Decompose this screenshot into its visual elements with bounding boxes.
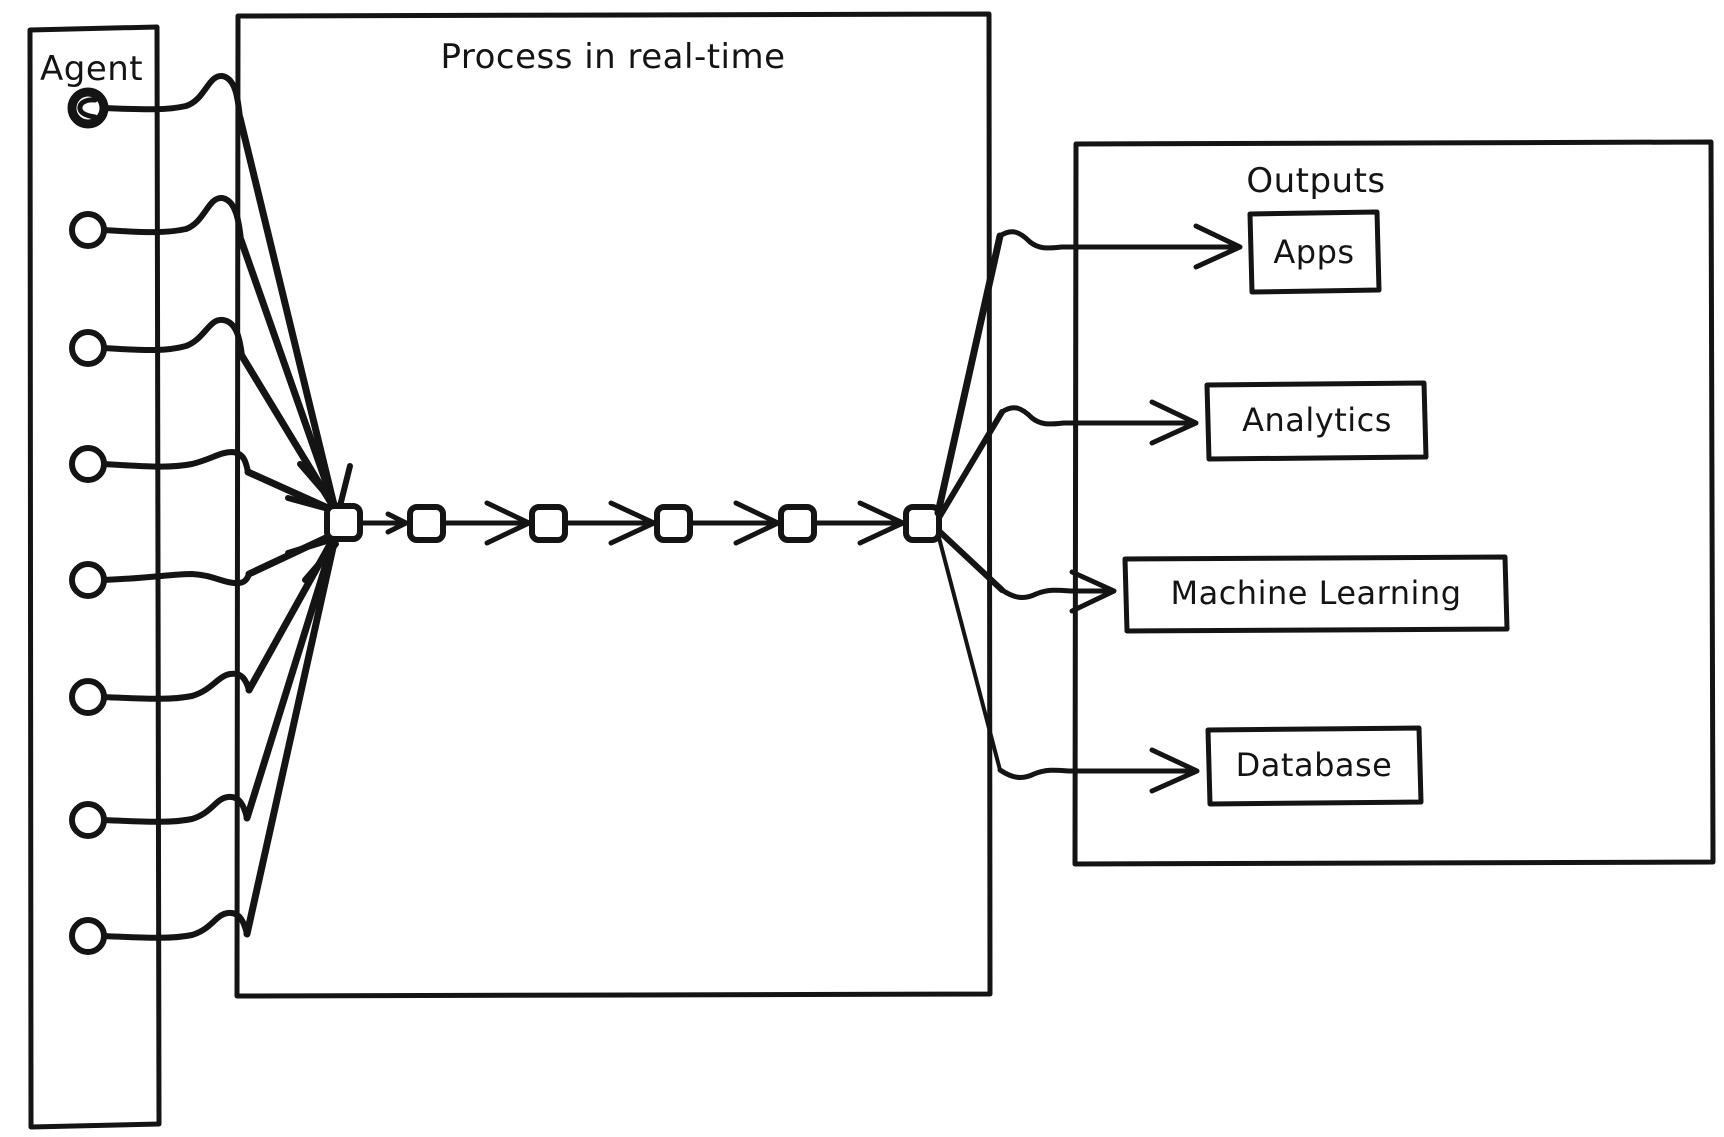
agent-panel-border xyxy=(27,24,162,1130)
agent-link-4 xyxy=(100,449,251,475)
process-panel-border xyxy=(234,11,993,999)
agent-link-3 xyxy=(100,316,245,359)
agent-node-3[interactable] xyxy=(69,329,107,367)
output-connector-database xyxy=(997,767,1198,780)
output-machine-learning[interactable]: Machine Learning xyxy=(1122,554,1510,634)
fan-out-line-database xyxy=(936,532,1002,772)
fan-out-line-apps xyxy=(934,232,1004,517)
pipeline-arrows xyxy=(359,500,906,546)
output-apps-border xyxy=(1247,209,1382,295)
output-analytics-border xyxy=(1204,380,1429,462)
output-connector-analytics xyxy=(999,405,1197,427)
fan-out-lines xyxy=(934,232,1005,772)
agent-nodes xyxy=(67,87,109,955)
pipeline-arrowhead-4 xyxy=(733,500,781,546)
pipeline-arrowhead-3 xyxy=(608,500,657,546)
pipeline-arrowhead-5 xyxy=(857,500,906,546)
output-connector-ml xyxy=(999,587,1115,600)
output-arrowhead-database xyxy=(1149,747,1200,794)
agent-link-1 xyxy=(100,73,243,121)
pipeline-node-4[interactable] xyxy=(654,504,693,543)
fan-in-arrow-1 xyxy=(236,114,338,509)
fan-in-barb-d xyxy=(285,537,333,556)
output-machine-learning-label: Machine Learning xyxy=(1170,574,1461,612)
agent-node-1-ring xyxy=(67,87,109,129)
fan-out-line-analytics xyxy=(937,409,1005,519)
agent-panel-label: Agent xyxy=(40,49,143,89)
outputs-panel xyxy=(1072,139,1716,867)
outputs-panel-label: Outputs xyxy=(1246,161,1385,201)
output-database-label: Database xyxy=(1236,746,1393,784)
pipeline-node-2[interactable] xyxy=(407,504,446,543)
pipeline-arrowhead-1 xyxy=(385,511,409,535)
output-analytics-label: Analytics xyxy=(1242,401,1392,439)
pipeline-node-6[interactable] xyxy=(903,504,942,543)
process-panel xyxy=(234,11,993,999)
agent-links xyxy=(100,73,252,941)
output-arrowhead-analytics xyxy=(1149,399,1199,446)
outputs-panel-border xyxy=(1072,139,1716,867)
fan-in-barb-c xyxy=(285,495,335,513)
agent-link-7 xyxy=(100,793,250,825)
agent-link-8 xyxy=(100,909,250,941)
fan-in-barb-b xyxy=(337,463,353,509)
agent-link-2 xyxy=(100,195,244,243)
fan-in-arrows xyxy=(236,114,353,938)
pipeline-node-5[interactable] xyxy=(778,504,817,543)
output-boxes: Apps Analytics Machine Learning Database xyxy=(1122,209,1510,807)
output-connectors xyxy=(997,223,1243,794)
output-analytics[interactable]: Analytics xyxy=(1204,380,1429,462)
fan-out-line-ml xyxy=(937,529,1005,593)
fan-in-barb-a xyxy=(297,461,341,511)
output-connector-apps xyxy=(997,229,1241,251)
output-database-border xyxy=(1205,725,1424,807)
agent-node-6[interactable] xyxy=(69,678,107,716)
agent-node-7[interactable] xyxy=(69,801,107,839)
agent-panel xyxy=(27,24,162,1130)
process-panel-title: Process in real-time xyxy=(440,37,785,77)
pipeline-nodes xyxy=(324,503,942,543)
agent-node-4[interactable] xyxy=(69,445,107,483)
agent-link-5 xyxy=(100,571,252,587)
output-apps[interactable]: Apps xyxy=(1247,209,1382,295)
output-apps-label: Apps xyxy=(1273,233,1354,271)
output-database[interactable]: Database xyxy=(1205,725,1424,807)
output-arrowhead-ml xyxy=(1069,569,1117,614)
agent-node-5[interactable] xyxy=(69,561,107,599)
agent-node-8[interactable] xyxy=(69,917,107,955)
fan-in-barb-e xyxy=(302,541,339,583)
agent-node-1[interactable] xyxy=(67,87,109,129)
output-machine-learning-border xyxy=(1122,554,1510,634)
pipeline-node-3[interactable] xyxy=(529,504,568,543)
fan-in-arrow-7 xyxy=(243,538,337,822)
agent-node-2[interactable] xyxy=(69,211,107,249)
pipeline-node-1[interactable] xyxy=(324,503,363,542)
output-arrowhead-apps xyxy=(1193,223,1243,270)
agent-link-6 xyxy=(100,670,252,702)
fan-in-arrow-8 xyxy=(243,539,338,938)
pipeline-arrowhead-2 xyxy=(484,500,532,546)
fan-in-arrow-2 xyxy=(237,236,338,509)
selected-marker-icon xyxy=(77,97,98,120)
